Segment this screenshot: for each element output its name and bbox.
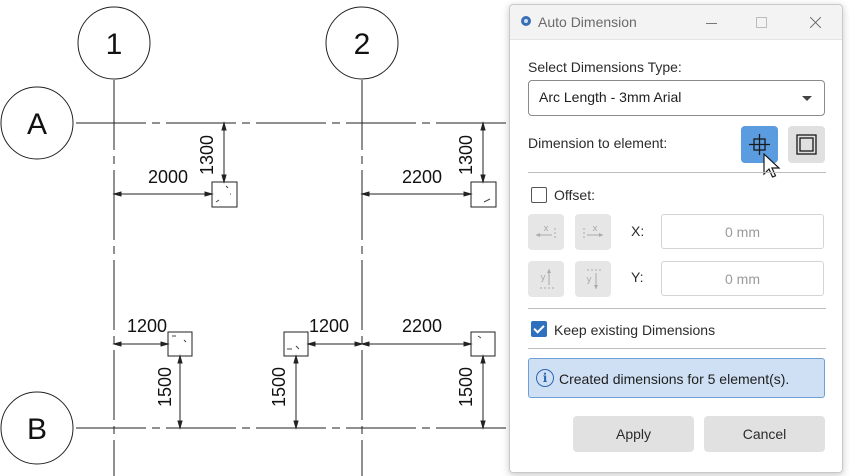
maximize-icon	[742, 7, 782, 37]
edge-mode-button[interactable]	[788, 126, 825, 163]
y-label: Y:	[631, 269, 644, 285]
dimension-text-b2-right-vertical: 1500	[456, 367, 476, 407]
crosshair-icon	[749, 134, 770, 155]
dimension-a2[interactable]	[360, 121, 486, 197]
separator	[528, 308, 826, 309]
y-offset-input[interactable]: 0 mm	[661, 261, 824, 296]
keep-existing-label: Keep existing Dimensions	[554, 322, 716, 338]
dimension-b2-right[interactable]	[360, 341, 486, 430]
x-offset-input[interactable]: 0 mm	[661, 214, 824, 249]
x-offset-right-icon: x	[583, 224, 603, 240]
grid-label-row-a: A	[27, 108, 47, 141]
offset-x-right-button: x	[575, 214, 611, 250]
dimension-text-b1-vertical: 1500	[155, 367, 175, 407]
dimension-text-b2-right-horizontal: 2200	[402, 316, 442, 336]
dimension-to-element-label: Dimension to element:	[528, 135, 668, 151]
offset-y-up-button: y	[575, 261, 611, 297]
grid-bubble-row-b[interactable]: B	[0, 391, 74, 465]
column-element-b2-right[interactable]	[470, 331, 496, 357]
offset-checkbox[interactable]	[531, 187, 547, 203]
column-element-b2-left[interactable]	[283, 331, 309, 357]
dimension-a1[interactable]	[112, 121, 227, 197]
dialog-titlebar[interactable]: Auto Dimension	[510, 5, 842, 40]
dimension-text-b2-left-vertical: 1500	[269, 367, 289, 407]
status-message: i Created dimensions for 5 element(s).	[528, 358, 825, 398]
apply-button[interactable]: Apply	[573, 416, 694, 452]
svg-text:y: y	[586, 275, 592, 285]
dimension-text-a1-horizontal: 2000	[148, 167, 188, 187]
chevron-down-icon	[802, 96, 812, 101]
column-element-a1[interactable]	[211, 181, 238, 208]
offset-x-left-button: x	[528, 214, 564, 250]
separator	[528, 348, 826, 349]
svg-text:y: y	[540, 273, 546, 283]
select-type-label: Select Dimensions Type:	[528, 59, 682, 75]
dimension-text-a1-vertical: 1300	[197, 135, 217, 175]
y-offset-up-icon: y	[586, 269, 601, 289]
svg-text:x: x	[543, 224, 549, 234]
dimension-text-b2-left-horizontal: 1200	[309, 316, 349, 336]
keep-existing-checkbox[interactable]	[531, 321, 547, 337]
separator	[528, 172, 826, 173]
center-mode-button[interactable]	[741, 126, 778, 163]
minimize-icon[interactable]	[692, 7, 732, 37]
dimension-type-value: Arc Length - 3mm Arial	[539, 89, 682, 105]
dimension-text-a2-horizontal: 2200	[402, 167, 442, 187]
column-element-b1[interactable]	[167, 331, 193, 357]
x-label: X:	[631, 223, 645, 239]
close-icon[interactable]	[796, 7, 836, 37]
info-icon: i	[536, 369, 554, 387]
cancel-button[interactable]: Cancel	[704, 416, 825, 452]
offset-label: Offset:	[554, 187, 595, 203]
grid-label-column-1: 1	[106, 28, 123, 61]
column-element-a2[interactable]	[470, 181, 497, 208]
dimension-type-select[interactable]: Arc Length - 3mm Arial	[528, 80, 825, 116]
dimension-b1[interactable]	[112, 341, 183, 430]
y-offset-down-icon: y	[540, 269, 554, 289]
frame-edge-icon	[796, 134, 817, 155]
mouse-cursor-icon	[763, 153, 781, 178]
svg-text:x: x	[592, 224, 598, 234]
dialog-title: Auto Dimension	[538, 14, 637, 30]
grid-bubble-column-2[interactable]: 2	[325, 6, 399, 80]
dimension-text-b1-horizontal: 1200	[127, 316, 167, 336]
dimension-b2-left[interactable]	[293, 341, 364, 430]
offset-y-down-button: y	[528, 261, 564, 297]
grid-label-row-b: B	[27, 413, 47, 446]
x-offset-left-icon: x	[536, 224, 556, 240]
grid-bubble-column-1[interactable]: 1	[77, 6, 151, 80]
dimension-text-a2-vertical: 1300	[456, 135, 476, 175]
grid-bubble-row-a[interactable]: A	[0, 86, 74, 160]
auto-dimension-dialog: Auto Dimension Select Dimensions Type: A…	[509, 4, 843, 473]
status-text: Created dimensions for 5 element(s).	[559, 371, 790, 387]
grid-label-column-2: 2	[354, 28, 371, 61]
app-icon	[521, 16, 531, 26]
